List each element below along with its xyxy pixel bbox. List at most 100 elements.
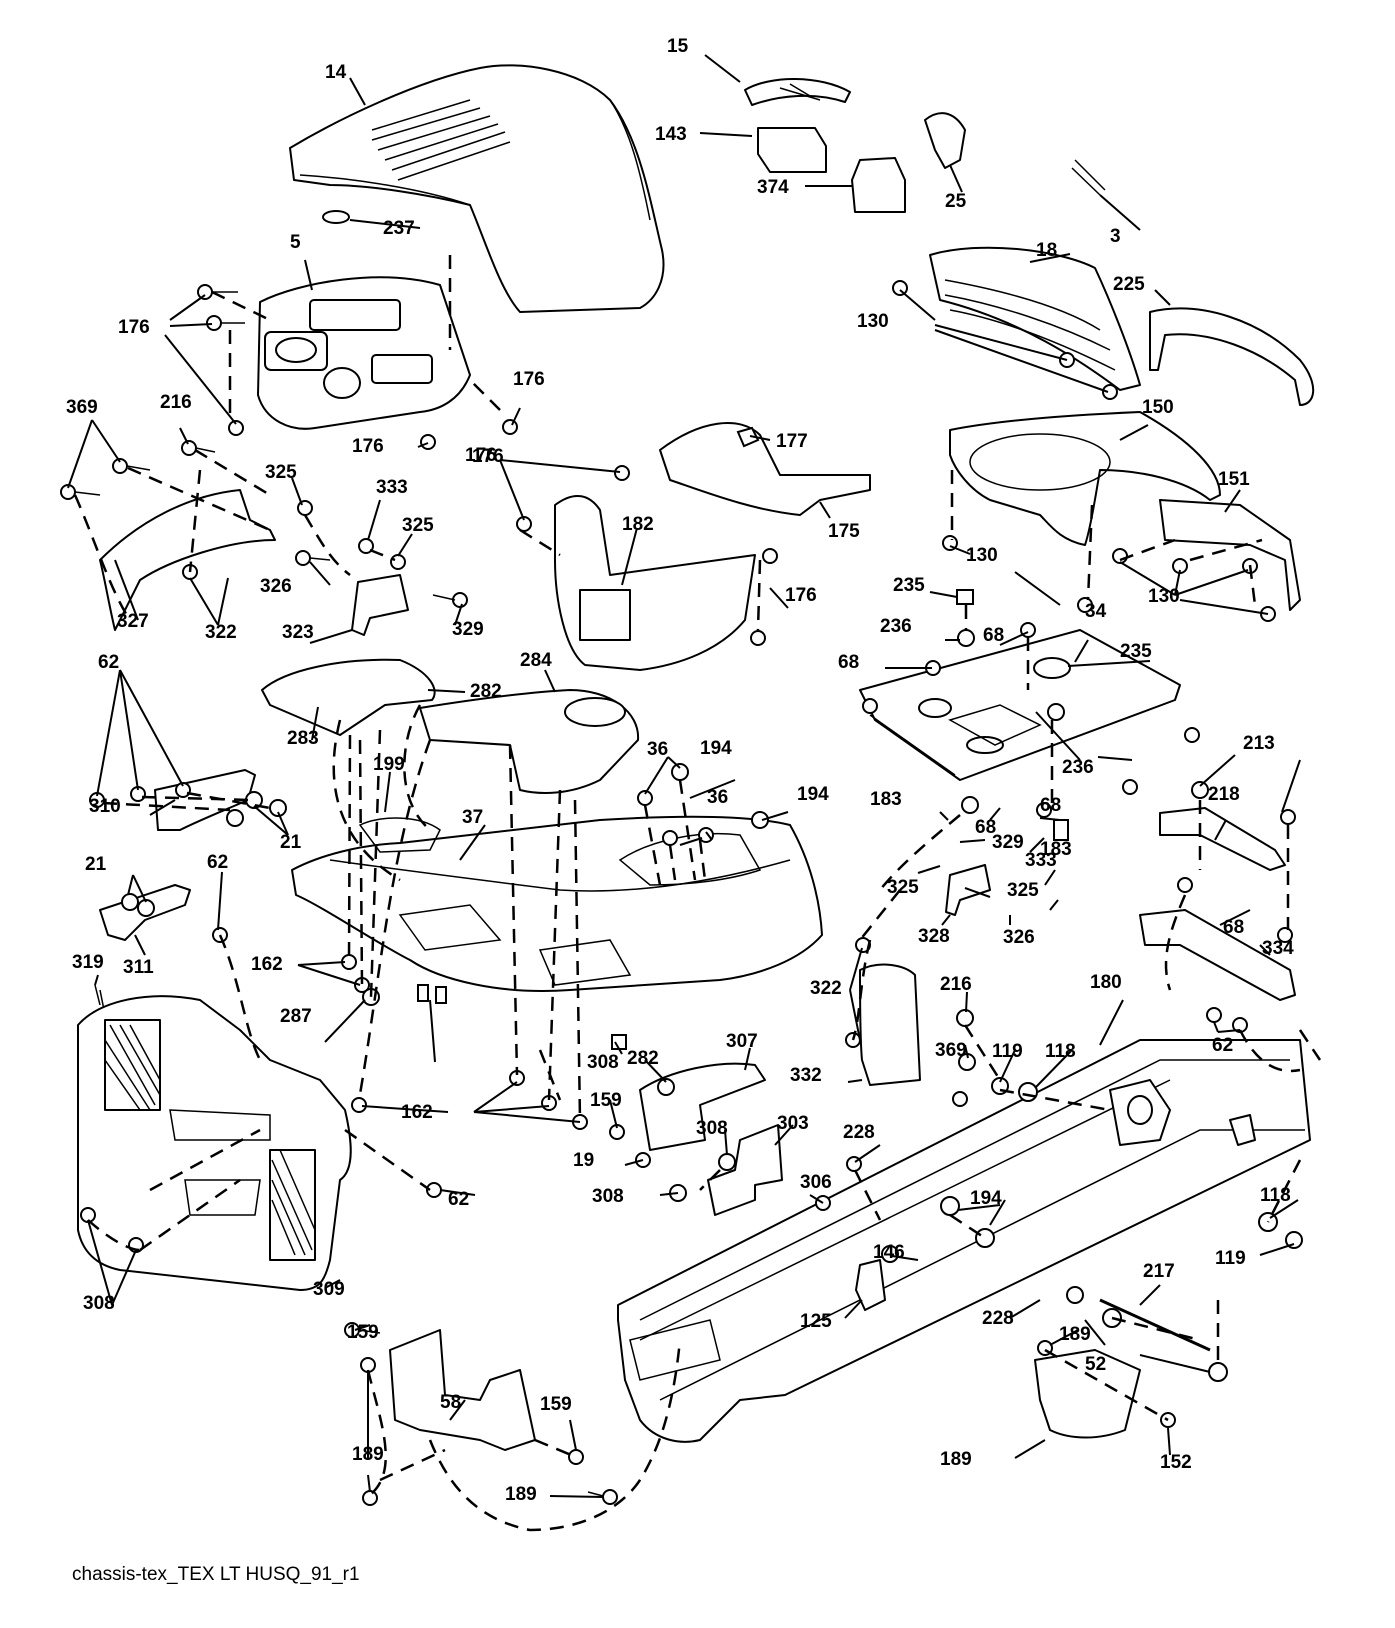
callout-label: 159 — [540, 1394, 572, 1415]
callout-label: 374 — [757, 177, 789, 198]
assembly-dashed-lines — [73, 255, 1322, 1532]
callout-label: 216 — [160, 392, 192, 413]
callout-label: 62 — [448, 1189, 469, 1210]
front-grille-part-309 — [77, 995, 352, 1291]
callout-label: 176 — [352, 436, 384, 457]
callout-label: 323 — [282, 622, 314, 643]
part-152 — [1034, 1349, 1141, 1439]
callout-label: 68 — [1223, 917, 1244, 938]
callout-label: 62 — [207, 852, 228, 873]
callout-label: 183 — [870, 789, 902, 810]
callout-label: 119 — [1215, 1248, 1246, 1269]
callout-label: 180 — [1090, 972, 1122, 993]
callout-label: 283 — [287, 728, 319, 749]
part-143 — [757, 127, 827, 173]
callout-label: 189 — [940, 1449, 972, 1470]
callout-label: 228 — [982, 1308, 1014, 1329]
callout-label: 176 — [785, 585, 817, 606]
callout-label: 325 — [402, 515, 434, 536]
callout-label: 68 — [1040, 795, 1061, 816]
frame-part-180 — [617, 1039, 1311, 1443]
callout-label: 176 — [465, 445, 497, 466]
diagram-caption: chassis-tex_TEX LT HUSQ_91_r1 — [72, 1564, 360, 1585]
callout-label: 118 — [1045, 1041, 1076, 1062]
callout-label: 118 — [1260, 1185, 1291, 1206]
callout-label: 326 — [260, 576, 292, 597]
callout-label: 194 — [700, 738, 732, 759]
callout-label: 329 — [452, 619, 484, 640]
callout-label: 322 — [205, 622, 237, 643]
callout-label: 326 — [1003, 927, 1035, 948]
callout-label: 177 — [776, 431, 808, 452]
callout-label: 308 — [587, 1052, 619, 1073]
callout-label: 311 — [123, 957, 154, 978]
callout-label: 328 — [918, 926, 950, 947]
callout-label: 225 — [1113, 274, 1145, 295]
part-225 — [1149, 307, 1315, 406]
callout-label: 216 — [940, 974, 972, 995]
body-part-37 — [291, 815, 823, 992]
part-58 — [389, 1329, 536, 1451]
part-25 — [924, 112, 966, 169]
part-332 — [859, 963, 921, 1086]
callout-label: 322 — [810, 978, 842, 999]
callout-label: 68 — [983, 625, 1004, 646]
callout-label: 36 — [647, 739, 668, 760]
callout-label: 15 — [667, 36, 689, 57]
small-top-parts — [744, 78, 1106, 213]
callout-label: 369 — [66, 397, 98, 418]
callout-label: 18 — [1036, 240, 1057, 261]
callout-label: 37 — [462, 807, 483, 828]
part-175 — [659, 422, 871, 516]
callout-label: 3 — [1110, 226, 1121, 247]
callout-label: 235 — [893, 575, 925, 596]
hood-plug — [322, 210, 350, 224]
callout-label: 287 — [280, 1006, 312, 1027]
callout-label: 25 — [945, 191, 967, 212]
part-217 — [1099, 1298, 1211, 1352]
part-327 — [99, 489, 276, 631]
hardware-items — [60, 280, 1303, 1506]
callout-label: 21 — [280, 832, 302, 853]
callout-label: 162 — [251, 954, 283, 975]
callout-label: 217 — [1143, 1261, 1175, 1282]
callout-label: 68 — [975, 817, 996, 838]
callout-label: 325 — [887, 877, 919, 898]
callout-label: 236 — [1062, 757, 1094, 778]
callout-label: 332 — [790, 1065, 822, 1086]
callout-label: 325 — [265, 462, 297, 483]
part-151 — [1159, 499, 1301, 611]
callout-label: 303 — [777, 1113, 809, 1134]
part-323 — [351, 574, 409, 636]
callout-label: 62 — [98, 652, 119, 673]
callout-label: 282 — [470, 681, 502, 702]
callout-label: 182 — [622, 514, 654, 535]
part-374 — [851, 157, 906, 213]
callout-label: 58 — [440, 1392, 461, 1413]
callout-label: 237 — [383, 218, 415, 239]
callout-label: 319 — [72, 952, 104, 973]
part-182 — [554, 495, 756, 671]
callout-label: 19 — [573, 1150, 594, 1171]
callout-label: 194 — [970, 1188, 1002, 1209]
callout-label: 119 — [992, 1041, 1023, 1062]
callout-label: 284 — [520, 650, 552, 671]
callout-label: 183 — [1040, 839, 1072, 860]
callout-label: 309 — [313, 1279, 345, 1300]
callout-label: 52 — [1085, 1354, 1106, 1375]
callout-label: 130 — [966, 545, 998, 566]
callout-label: 176 — [472, 446, 504, 467]
grille-part-18 — [929, 246, 1141, 391]
callout-label: 306 — [800, 1172, 832, 1193]
part-150 — [949, 411, 1221, 546]
callout-label: 14 — [325, 62, 347, 83]
callout-label: 189 — [1059, 1324, 1091, 1345]
part-334 — [1139, 909, 1296, 1001]
callout-label: 334 — [1262, 938, 1294, 959]
callout-label: 152 — [1160, 1452, 1192, 1473]
callout-label: 151 — [1218, 469, 1250, 490]
callout-label: 369 — [935, 1040, 967, 1061]
plate-part-34 — [859, 629, 1181, 781]
